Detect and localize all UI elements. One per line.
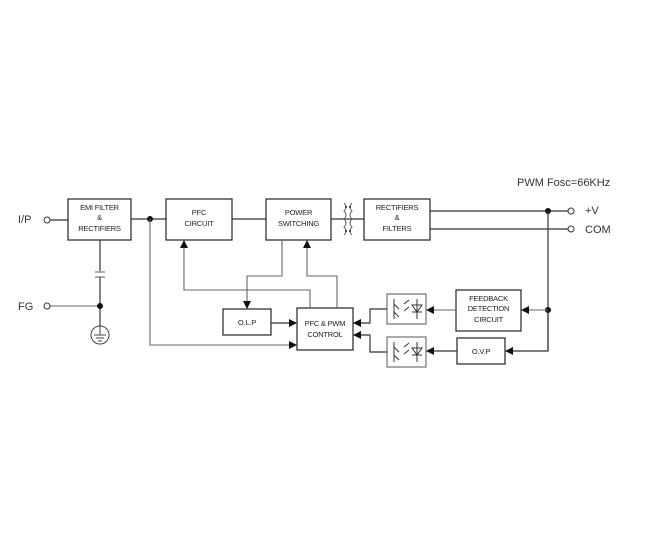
power-switching-block: POWER SWITCHING	[265, 198, 332, 241]
ovp-block: O.V.P	[456, 337, 506, 365]
block-label: PFC & PWM	[305, 319, 346, 328]
positive-output-label: +V	[585, 205, 599, 217]
block-label: DETECTION	[468, 304, 510, 313]
block-label: RECTIFIERS	[376, 203, 419, 212]
olp-block: O.L.P	[222, 308, 272, 336]
block-label: CIRCUIT	[474, 315, 504, 324]
wire	[149, 219, 297, 349]
positive-output-terminal	[567, 207, 575, 215]
input-terminal	[43, 216, 51, 224]
wire	[243, 240, 283, 309]
wire	[180, 240, 311, 308]
block-label: FILTERS	[383, 224, 412, 233]
fg-terminal-label: FG	[18, 301, 33, 313]
block-label: CIRCUIT	[184, 219, 214, 228]
block-label: RECTIFIERS	[78, 224, 121, 233]
ground-icon	[90, 325, 110, 345]
fg-terminal	[43, 302, 51, 310]
feedback-detection-block: FEEDBACK DETECTION CIRCUIT	[455, 289, 522, 332]
block-label: SWITCHING	[278, 219, 319, 228]
block-label: &	[97, 213, 102, 222]
wire	[505, 310, 549, 355]
wire	[353, 308, 387, 327]
block-label: CONTROL	[307, 330, 342, 339]
block-label: FEEDBACK	[469, 294, 508, 303]
block-label: O.V.P	[472, 347, 491, 356]
optocoupler-icon	[386, 336, 427, 368]
block-label: PFC	[192, 208, 207, 217]
block-label: POWER	[285, 208, 313, 217]
emi-filter-block: EMI FILTER & RECTIFIERS	[67, 198, 132, 241]
pfc-circuit-block: PFC CIRCUIT	[165, 198, 233, 241]
block-label: O.L.P	[238, 318, 256, 327]
capacitor-icon	[95, 271, 105, 278]
transformer-icon	[343, 202, 353, 236]
optocoupler-icon	[386, 293, 427, 325]
com-terminal	[567, 225, 575, 233]
input-terminal-label: I/P	[18, 214, 31, 226]
rectifiers-filters-block: RECTIFIERS & FILTERS	[363, 198, 431, 241]
com-label: COM	[585, 224, 611, 236]
block-label: EMI FILTER	[80, 203, 119, 212]
wire	[303, 240, 338, 308]
pwm-frequency-note: PWM Fosc=66KHz	[517, 177, 610, 189]
pfc-pwm-control-block: PFC & PWM CONTROL	[296, 307, 354, 351]
block-label: &	[395, 213, 400, 222]
junction-dot	[97, 303, 103, 309]
wire	[353, 331, 387, 353]
